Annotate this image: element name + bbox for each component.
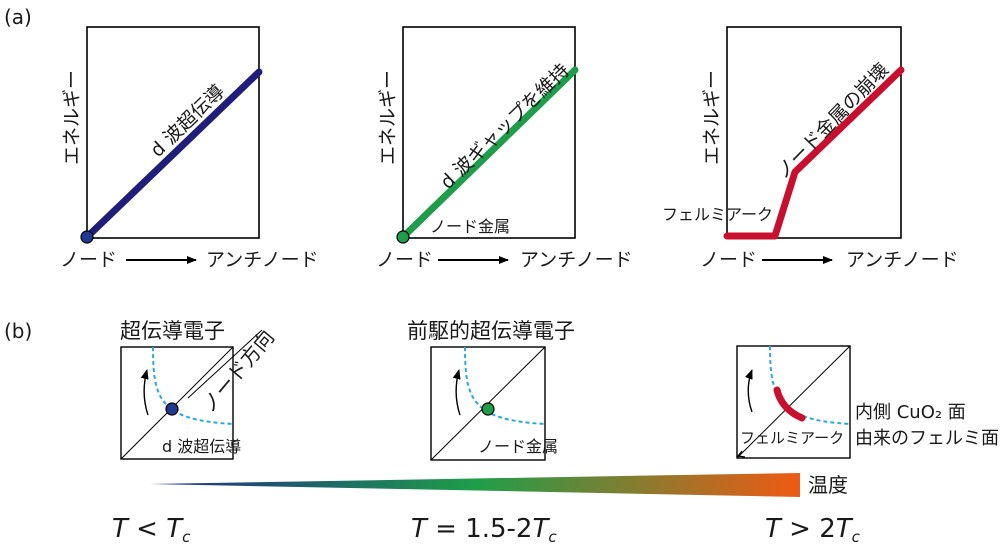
inset-b3-diagonal: [736, 345, 851, 459]
inset-b3-frame: [736, 345, 851, 459]
inset-b2-frame: [430, 346, 546, 461]
inset-b1-curved-arrow: [140, 369, 149, 416]
plot-a3: エネルギー ノード金属の崩壊 フェルミアーク ノード アンチノード: [662, 26, 959, 271]
plot-a3-line-label: ノード金属の崩壊: [772, 59, 893, 184]
plot-a1-gap-line: [83, 68, 263, 241]
plot-a2-frame: [402, 26, 576, 239]
regime-label-pseudogap: T = 1.5-2Tc: [411, 514, 557, 546]
plot-a2-y-axis-label: エネルギー: [377, 70, 399, 165]
temperature-label: 温度: [808, 473, 848, 497]
inset-b1-frame: [120, 346, 234, 460]
plot-a3-y-axis-label: エネルギー: [701, 70, 723, 165]
inset-b1-title: 超伝導電子: [120, 319, 225, 343]
plot-a2-node-marker: [396, 230, 410, 244]
inset-b2: 前駆的超伝導電子 ノード金属: [407, 319, 575, 461]
inset-b2-node-marker: [481, 402, 495, 416]
inset-b2-fermi-surface: [464, 346, 546, 425]
plot-a3-x-end-label: アンチノード: [846, 249, 959, 271]
plot-a2-node-label: ノード金属: [430, 217, 510, 236]
inset-b3-arc-label-tick: [736, 450, 746, 458]
plot-a2-x-start-label: ノード: [376, 249, 433, 271]
inset-b1-direction-leader: [187, 329, 263, 399]
inset-b2-title: 前駆的超伝導電子: [407, 319, 575, 343]
plot-a3-frame: [726, 26, 902, 239]
inset-b1-fermi-surface: [152, 346, 234, 425]
temperature-gradient-bar: [150, 473, 800, 497]
plot-a2-line-label: d 波ギャップを維持: [436, 60, 574, 194]
inset-b3: フェルミアーク 内側 CuO₂ 面 由来のフェルミ面: [736, 345, 999, 459]
panel-b-label: (b): [4, 319, 32, 343]
plot-a1-node-marker: [80, 230, 94, 244]
regime-label-above-2tc: T > 2Tc: [765, 514, 861, 546]
inset-b1-node-marker: [165, 402, 179, 416]
regime-label-below-tc: T < Tc: [112, 514, 191, 546]
plot-a1: エネルギー d 波超伝導 ノード アンチノード: [60, 26, 319, 271]
plot-a3-arc-label: フェルミアーク: [662, 205, 773, 224]
plot-a1-x-start-label: ノード: [60, 249, 117, 271]
inset-b2-node-label: ノード金属: [478, 437, 558, 456]
inset-b1-diagonal: [120, 346, 234, 460]
plot-a3-gap-line: [723, 66, 905, 240]
plot-a2: エネルギー d 波ギャップを維持 ノード金属 ノード アンチノード: [376, 26, 633, 271]
plot-a1-line-label: d 波超伝導: [146, 80, 229, 161]
plot-a1-y-axis-label: エネルギー: [61, 70, 83, 165]
inset-b1-node-label: d 波超伝導: [162, 437, 241, 456]
panel-a-label: (a): [4, 5, 32, 29]
plot-a2-gap-line: [399, 66, 579, 241]
plot-a2-x-end-label: アンチノード: [520, 249, 633, 271]
plot-a3-x-start-label: ノード: [700, 249, 757, 271]
inset-b1: 超伝導電子 ノード方向 d 波超伝導: [120, 319, 279, 460]
inset-b3-curved-arrow: [745, 369, 753, 413]
plot-a1-x-end-label: アンチノード: [206, 249, 319, 271]
plot-a1-frame: [86, 26, 260, 239]
inset-b2-curved-arrow: [452, 369, 461, 416]
inset-b3-arc-label: フェルミアーク: [740, 429, 844, 447]
inset-b3-surface-label-line2: 由来のフェルミ面: [855, 428, 999, 449]
inset-b3-surface-label-line1: 内側 CuO₂ 面: [855, 402, 966, 423]
inset-b3-fermi-arc: [773, 386, 806, 422]
